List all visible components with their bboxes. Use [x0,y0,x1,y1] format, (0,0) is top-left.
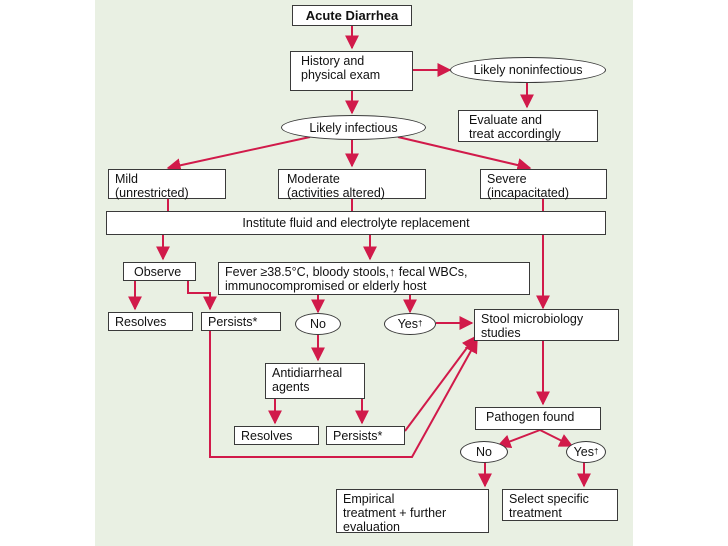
node-yes-1: Yes† [384,313,436,335]
node-no-1: No [295,313,341,335]
arrow-infectious-to-severe [397,136,532,172]
node-persists-2: Persists* [326,426,405,445]
node-observe: Observe [123,262,196,281]
node-no-2: No [460,441,508,463]
node-likely-infectious: Likely infectious [281,115,426,140]
node-severe: Severe (incapacitated) [480,169,607,200]
node-history-exam: History and physical exam [290,51,413,91]
arrow-observe-to-persists [187,280,217,311]
node-mild: Mild (unrestricted) [108,169,226,200]
node-resolves-2: Resolves [234,426,319,445]
arrow-infectious-to-mild [166,136,311,173]
node-resolves-1: Resolves [108,312,193,331]
node-fluid-replacement: Institute fluid and electrolyte replacem… [106,211,606,235]
node-likely-noninfectious: Likely noninfectious [450,57,606,83]
node-pathogen-found: Pathogen found [475,407,601,430]
node-select-specific-treatment: Select specific treatment [502,489,618,521]
arrow-pathogen-to-yes [539,429,574,447]
node-yes-2: Yes† [566,441,606,463]
node-persists-1: Persists* [201,312,281,331]
node-fever-criteria: Fever ≥38.5°C, bloody stools,↑ fecal WBC… [218,262,530,295]
node-acute-diarrhea: Acute Diarrhea [292,5,412,26]
node-antidiarrheal-agents: Antidiarrheal agents [265,363,365,399]
arrow-persists1-to-stool [209,331,478,458]
arrow-pathogen-to-no [496,429,541,449]
arrow-persists2-to-stool [404,335,476,432]
node-empirical-treatment: Empirical treatment + further evaluation [336,489,489,534]
node-stool-microbiology: Stool microbiology studies [474,309,619,341]
node-moderate: Moderate (activities altered) [278,169,426,200]
node-evaluate-treat: Evaluate and treat accordingly [458,110,598,142]
